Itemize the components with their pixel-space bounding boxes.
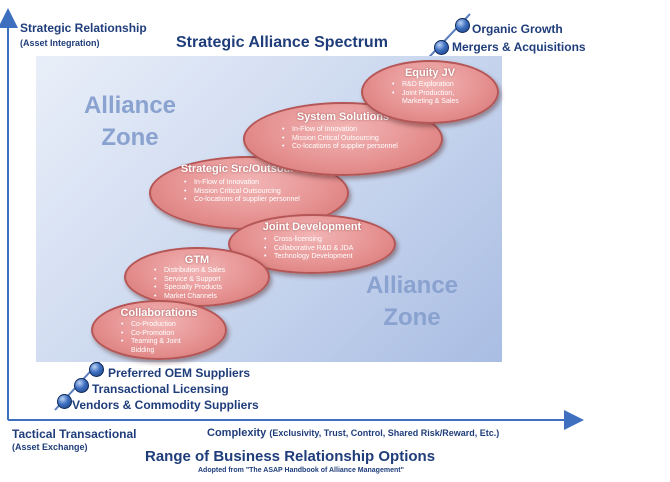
x-axis-label-main: Complexity [207,427,267,439]
list-item: Co-Production [121,321,193,330]
list-item: Technology Development [264,253,353,262]
ellipse-title: Joint Development [262,221,362,233]
list-item: Collaborative R&D & JDA [264,245,353,254]
y-axis-label: Strategic Relationship [20,21,147,35]
footer-source: Adopted from "The ASAP Handbook of Allia… [198,467,404,474]
alliance-zone-label-top: Alliance Zone [70,90,190,154]
bottom-option-oem: Preferred OEM Suppliers [108,366,251,380]
top-option-organic-growth: Organic Growth [472,22,563,36]
list-item: Joint Production, Marketing & Sales [392,90,474,107]
list-item: Service & Support [154,276,225,285]
list-item: Teaming & Joint Bidding [121,338,193,355]
list-item: Mission Critical Outsourcing [184,188,300,197]
bottom-option-vendors: Vendors & Commodity Suppliers [72,398,259,412]
list-item: Market Channels [154,293,225,302]
ellipse-list: Distribution & Sales Service & Support S… [154,267,225,301]
ellipse-title: Collaborations [120,307,198,319]
page-title: Strategic Alliance Spectrum [176,34,388,51]
list-item: In-Flow of Innovation [184,179,300,188]
top-option-mergers: Mergers & Acquisitions [452,40,586,54]
ellipse-gtm: GTM Distribution & Sales Service & Suppo… [124,247,270,307]
zone-word-2: Zone [101,124,159,151]
list-item: Cross-licensing [264,236,353,245]
x-axis-label-detail: (Exclusivity, Trust, Control, Shared Ris… [269,428,500,438]
ellipse-list: In-Flow of Innovation Mission Critical O… [282,126,398,152]
zone-word-2: Zone [383,304,441,331]
x-axis-origin-label: Tactical Transactional [12,427,137,441]
bead-icon [455,18,470,33]
x-axis-label: Complexity (Exclusivity, Trust, Control,… [207,427,499,439]
ellipse-title: Equity JV [404,67,456,79]
bead-icon [74,378,89,393]
x-axis-origin-sublabel: (Asset Exchange) [12,442,88,452]
ellipse-list: Cross-licensing Collaborative R&D & JDA … [264,236,353,262]
list-item: Distribution & Sales [154,267,225,276]
y-axis-sublabel: (Asset Integration) [20,38,100,48]
bead-icon [57,394,72,409]
list-item: Co-Promotion [121,330,193,339]
zone-word-1: Alliance [83,92,177,119]
ellipse-joint-development: Joint Development Cross-licensing Collab… [228,214,396,274]
ellipse-equity-jv: Equity JV R&D Exploration Joint Producti… [361,60,499,124]
ellipse-collaborations: Collaborations Co-Production Co-Promotio… [91,300,227,360]
alliance-zone-label-bottom: Alliance Zone [352,270,472,334]
zone-word-1: Alliance [365,272,459,299]
list-item: Co-locations of supplier personnel [282,143,398,152]
ellipse-list: Co-Production Co-Promotion Teaming & Joi… [121,321,193,355]
footer-title: Range of Business Relationship Options [145,448,436,465]
list-item: Mission Critical Outsourcing [282,135,398,144]
ellipse-title: System Solutions [296,111,390,123]
ellipse-system-solutions: System Solutions In-Flow of Innovation M… [243,102,443,176]
ellipse-list: In-Flow of Innovation Mission Critical O… [184,179,300,205]
bead-icon [434,40,449,55]
list-item: R&D Exploration [392,81,474,90]
list-item: Co-locations of supplier personnel [184,196,300,205]
list-item: Specialty Products [154,284,225,293]
bead-icon [89,362,104,377]
ellipse-list: R&D Exploration Joint Production, Market… [392,81,474,107]
bottom-option-licensing: Transactional Licensing [92,382,229,396]
ellipse-title: GTM [184,254,210,266]
list-item: In-Flow of Innovation [282,126,398,135]
